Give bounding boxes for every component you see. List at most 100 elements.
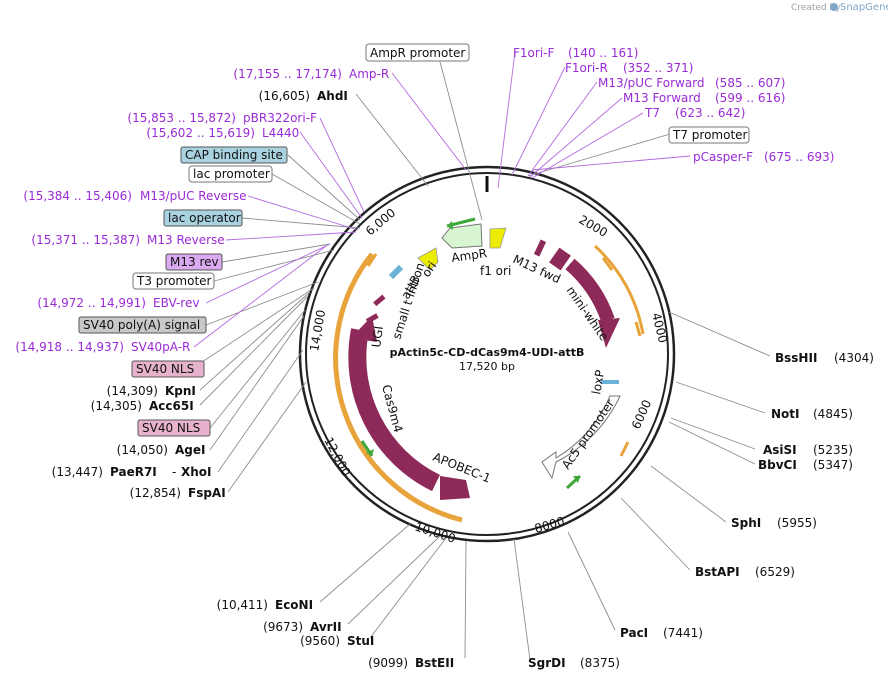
leader-m13puc-reverse [247,195,359,231]
attb-feature [388,264,404,280]
enzyme-stui-pos: (9560) [300,634,340,648]
leader-t7 [531,112,644,179]
label-f1ori: f1 ori [480,264,511,278]
lac-operator-label: lac operator [168,211,241,225]
leader-pcasper-f [531,155,691,171]
leader-xhoi [217,349,304,473]
tick-8000: 8000 [533,514,566,536]
credit-prefix: Created by [791,3,841,13]
ampr-promoter-label: AmpR promoter [370,46,465,60]
tick-10000: 10,000 [413,520,457,546]
backbone-inner [305,172,669,536]
leader-t7-promoter [527,133,671,177]
enzyme-bsteii-name: BstEII [415,656,454,670]
enzyme-agei-name: AgeI [175,443,205,457]
enzyme-bstapi-name: BstAPI [695,565,740,579]
leader-econi [319,523,411,603]
lac-promoter-label: lac promoter [193,167,270,181]
enzyme-sphi-name: SphI [731,516,761,530]
leader-sv40nls-1 [189,287,315,371]
m13-rev-label: M13 rev [170,255,219,269]
enzyme-acc65i-pos: (14,305) [91,399,142,413]
enzyme-paer7i-pos: (13,447) [52,465,103,479]
cas9-feature [348,328,441,492]
enzyme-xhoi-name: XhoI [181,465,212,479]
orange-band-right [593,244,645,335]
primer-l4440-name: L4440 [262,126,299,140]
primer-ebv-rev-range: (14,972 .. 14,991) [37,296,146,310]
primer-amp-r-range: (17,155 .. 17,174) [233,67,342,81]
m13fwd-block [549,247,571,271]
leader-sv40polya [205,281,319,326]
box-m13-rev: M13 rev [165,253,223,271]
enzyme-agei-pos: (14,050) [117,443,168,457]
primer-sv40pa-r-range: (14,918 .. 14,937) [15,340,124,354]
leader-ahdi [355,93,429,187]
enzyme-sgrdi-pos: (8375) [580,656,620,670]
primer-f1ori-r-name: F1ori-R [565,61,608,75]
enzyme-asisi-name: AsiSI [763,443,797,457]
box-sv40-nls-1: SV40 NLS [131,360,205,378]
cas9-arrowhead [351,316,377,342]
leader-asisi [670,417,756,450]
leader-m13-reverse [225,231,357,241]
leader-sv40pa-r [193,245,327,348]
leader-ampr-promoter [438,57,483,221]
leader-f1ori-f [497,51,516,189]
enzyme-fspai-pos: (12,854) [130,486,181,500]
primer-ebv-rev-name: EBV-rev [153,296,199,310]
direction-arrowhead-ampr [447,221,453,230]
direction-arrow-orange-3 [619,441,630,457]
leader-bbvci [668,421,756,465]
label-ac5: Ac5 promoter [559,397,617,472]
box-lac-promoter: lac promoter [188,165,273,183]
f1ori-feature [489,227,507,249]
mini-white-arrowhead [598,318,620,348]
primer-f1ori-r-range: (352 .. 371) [623,61,693,75]
leader-amp-r [391,72,467,171]
sv40-nls-1-label: SV40 NLS [136,362,194,376]
enzyme-bsshii-pos: (4304) [834,351,874,365]
primer-m13-reverse-name: M13 Reverse [147,233,225,247]
primer-m13puc-forward-range: (585 .. 607) [715,76,785,90]
enzyme-bsshii-name: BssHII [775,351,817,365]
primer-amp-r-name: Amp-R [349,67,389,81]
leader-sphi [650,465,727,523]
mini-white-feature [565,258,615,323]
leader-fspai [227,381,307,493]
primer-m13puc-forward-name: M13/pUC Forward [598,76,705,90]
leader-agei [209,315,305,451]
leader-noti [675,381,766,414]
enzyme-avrii-name: AvrII [310,620,342,634]
small-t-intron-feature [373,294,386,307]
box-ampr-promoter: AmpR promoter [365,43,470,62]
box-t3-promoter: T3 promoter [132,272,215,290]
apobec-feature [440,476,470,500]
enzyme-sphi-pos: (5955) [777,516,817,530]
leader-sgrdi [513,538,531,661]
direction-arrow-orange-2 [634,321,642,337]
direction-arrowhead-ac5 [573,476,580,483]
leader-kpni [199,291,311,391]
t7-promoter-label: T7 promoter [672,128,748,142]
box-lac-operator: lac operator [163,209,243,227]
leader-stui [369,537,447,639]
box-sv40-polya: SV40 poly(A) signal [78,316,207,334]
leader-m13rev [221,243,331,263]
enzyme-noti-name: NotI [771,407,800,421]
primer-t7-name: T7 [644,106,660,120]
enzyme-noti-pos: (4845) [813,407,853,421]
primer-pbr322ori-f-name: pBR322ori-F [243,111,317,125]
leader-acc65i [199,295,309,406]
enzyme-bstapi-pos: (6529) [755,565,795,579]
leader-paci [567,531,616,631]
enzyme-bbvci-name: BbvCI [758,458,797,472]
cap-binding-site-label: CAP binding site [185,148,283,162]
primer-t7-range: (623 .. 642) [675,106,745,120]
leader-l4440 [299,131,363,219]
label-loxp: loxP [589,369,607,396]
box-cap-binding-site: CAP binding site [180,146,288,164]
credit-brand: SnapGene [840,2,888,13]
